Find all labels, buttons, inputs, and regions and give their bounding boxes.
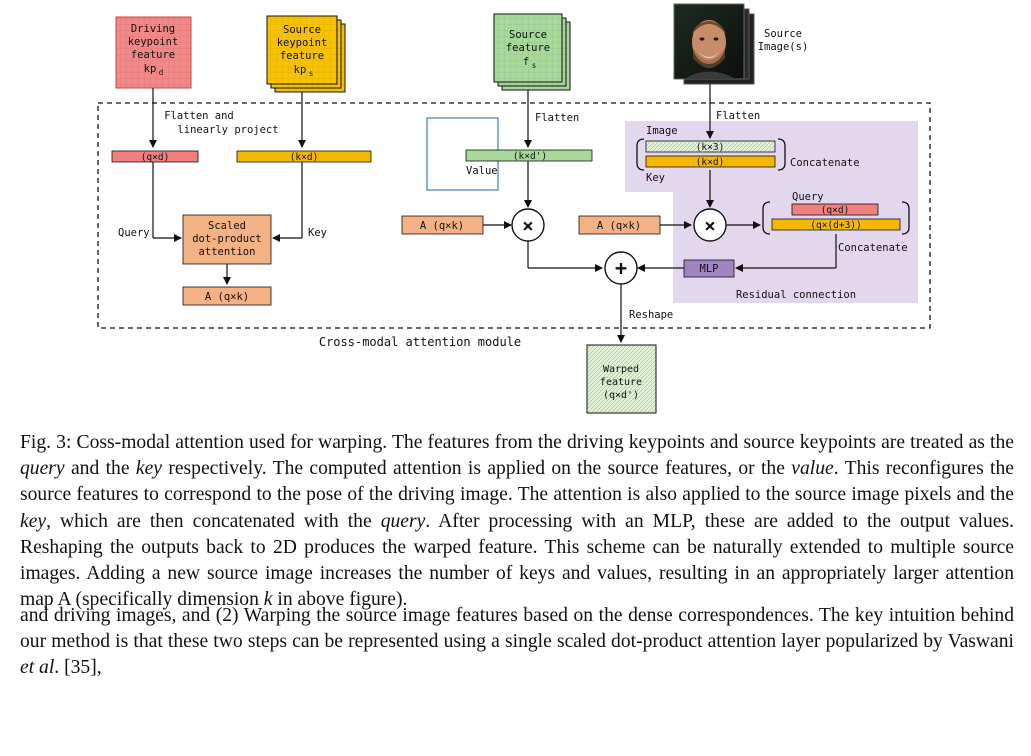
cross-modal-attention-diagram: Driving keypoint feature kp d Source key… — [97, 3, 931, 414]
svg-text:d: d — [159, 68, 164, 77]
svg-text:keypoint: keypoint — [277, 37, 328, 49]
figure-caption: Fig. 3: Coss-modal attention used for wa… — [20, 432, 1014, 611]
source-feature: Source feature f s — [493, 13, 571, 91]
svg-text:Warped: Warped — [603, 364, 639, 375]
module-boundary — [97, 102, 931, 329]
svg-text:Scaled: Scaled — [208, 220, 246, 232]
query-bar-right: (q×d) — [791, 203, 879, 216]
svg-text:×: × — [522, 215, 533, 237]
svg-text:kp: kp — [144, 63, 157, 75]
svg-text:+: + — [615, 256, 627, 280]
image-label: Image — [646, 125, 678, 137]
svg-text:f: f — [523, 56, 529, 68]
source-keypoint-feature: Source keypoint feature kp s — [266, 15, 346, 93]
key-label: Key — [308, 227, 327, 239]
svg-text:dot-product: dot-product — [192, 233, 262, 245]
query-bar-left: (q×d) — [111, 150, 199, 163]
svg-text:(q×d): (q×d) — [141, 152, 170, 163]
svg-text:A (q×k): A (q×k) — [205, 291, 249, 303]
svg-text:×: × — [704, 215, 715, 237]
svg-text:(q×(d+3)): (q×(d+3)) — [810, 220, 861, 231]
body-paragraph: and driving images, and (2) Warping the … — [20, 605, 1014, 679]
svg-text:Source: Source — [764, 28, 802, 40]
concatenate-label-1: Concatenate — [790, 157, 860, 169]
multiply-node-right: × — [693, 208, 727, 242]
svg-text:feature: feature — [600, 377, 642, 388]
value-label: Value — [466, 165, 498, 177]
query-right-label: Query — [792, 191, 824, 203]
scaled-dot-product-attention: Scaled dot-product attention — [182, 214, 272, 265]
flatten-mid-label: Flatten — [535, 112, 579, 124]
svg-text:Driving: Driving — [131, 23, 175, 35]
flatten-right-label: Flatten — [716, 110, 760, 122]
svg-text:Source: Source — [509, 29, 547, 41]
svg-text:Source: Source — [283, 24, 321, 36]
warped-feature-output: Warped feature (q×d') — [586, 344, 657, 414]
add-node: + — [604, 251, 638, 285]
attention-map-right: A (q×k) — [578, 215, 661, 235]
svg-text:feature: feature — [131, 49, 175, 61]
svg-text:(q×d'): (q×d') — [603, 390, 639, 401]
residual-label: Residual connection — [736, 289, 856, 301]
image-pixels-bar: (k×3) — [645, 140, 776, 153]
svg-text:(k×3): (k×3) — [696, 142, 725, 153]
svg-text:feature: feature — [506, 42, 550, 54]
svg-text:feature: feature — [280, 50, 324, 62]
svg-text:(q×d): (q×d) — [821, 205, 850, 216]
svg-text:(k×d'): (k×d') — [513, 151, 547, 162]
multiply-node-mid: × — [511, 208, 545, 242]
attention-map-output: A (q×k) — [182, 286, 272, 306]
svg-text:attention: attention — [199, 246, 256, 258]
value-bar: (k×d') — [465, 149, 593, 162]
svg-text:s: s — [309, 69, 314, 78]
query-concat-bar: (q×(d+3)) — [771, 218, 901, 231]
key-bar-left: (k×d) — [236, 150, 372, 163]
key-bar-right: (k×d) — [645, 155, 776, 168]
module-label: Cross-modal attention module — [319, 335, 521, 349]
svg-text:Image(s): Image(s) — [758, 41, 809, 53]
svg-text:MLP: MLP — [700, 263, 719, 275]
driving-keypoint-feature: Driving keypoint feature kp d — [115, 16, 192, 89]
source-image-stack: Source Image(s) — [673, 3, 809, 85]
mlp-block: MLP — [683, 259, 735, 278]
svg-text:(k×d): (k×d) — [290, 152, 319, 163]
flatten-project-label-2: linearly project — [177, 124, 278, 136]
reshape-label: Reshape — [629, 309, 673, 321]
svg-text:A (q×k): A (q×k) — [420, 220, 464, 232]
svg-text:(k×d): (k×d) — [696, 157, 725, 168]
svg-text:kp: kp — [294, 64, 307, 76]
attention-map-mid: A (q×k) — [401, 215, 484, 235]
concatenate-label-2: Concatenate — [838, 242, 908, 254]
svg-text:s: s — [532, 61, 537, 70]
svg-text:A (q×k): A (q×k) — [597, 220, 641, 232]
flatten-project-label: Flatten and — [164, 110, 234, 122]
query-label: Query — [118, 227, 150, 239]
key-right-label: Key — [646, 172, 665, 184]
svg-text:keypoint: keypoint — [128, 36, 179, 48]
